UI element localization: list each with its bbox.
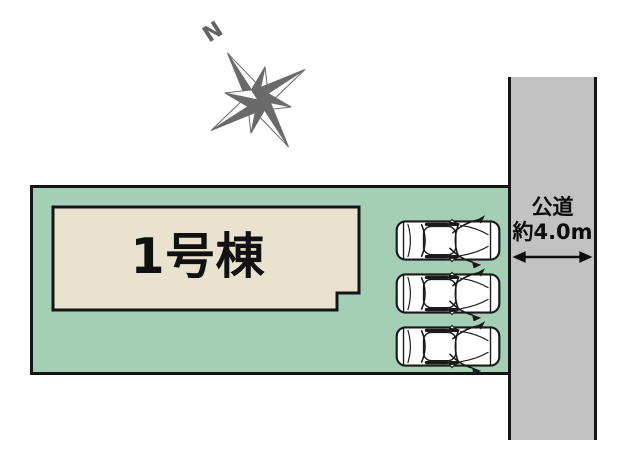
compass-rose: N [188, 17, 328, 170]
road-width-label: 約4.0m [512, 220, 593, 244]
road: 公道 約4.0m [508, 77, 597, 440]
building-outline [51, 205, 361, 312]
road-name-label: 公道 [531, 195, 574, 219]
road-label: 公道 約4.0m [511, 195, 594, 245]
building-label: 1号棟 [130, 228, 266, 285]
car-icon [395, 321, 501, 375]
road-width-arrow-icon [512, 251, 593, 263]
parking-cars [393, 215, 503, 375]
compass-star-icon [210, 52, 306, 148]
car-icon [395, 215, 501, 269]
car-icon [395, 268, 501, 322]
building-shape [51, 205, 361, 312]
